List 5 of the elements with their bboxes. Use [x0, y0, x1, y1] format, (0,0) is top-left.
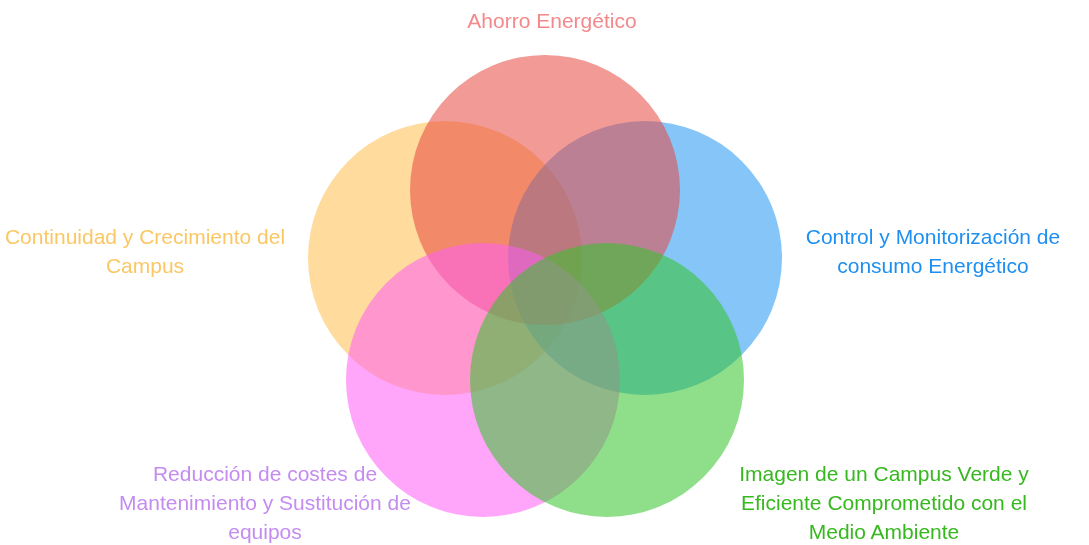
- circle-label: Control y Monitorización de consumo Energético: [804, 224, 1062, 279]
- circle-label: Continuidad y Crecimiento del Campus: [3, 224, 287, 279]
- circle-label: Imagen de un Campus Verde y Eficiente Comprometido con el Medio Ambiente: [738, 461, 1030, 545]
- circle-label: Reducción de costes de Mantenimiento y Sustitución de equipos: [118, 461, 412, 545]
- circle-label: Ahorro Energético: [466, 8, 638, 34]
